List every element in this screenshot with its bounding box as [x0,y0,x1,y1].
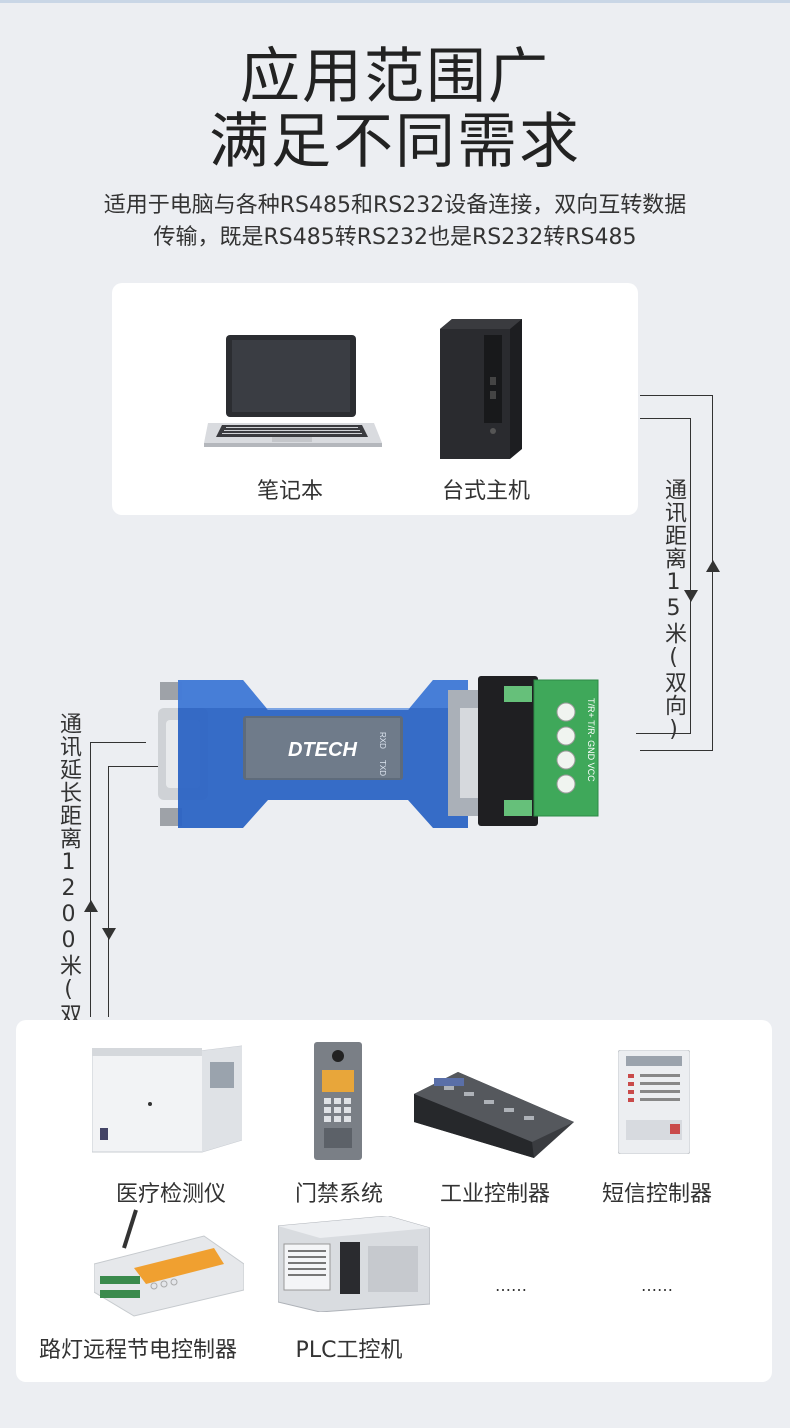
link-line-dev-inner [108,766,109,1017]
subtitle-line2: 传输，既是RS485转RS232也是RS232转RS485 [153,225,637,250]
device-label-streetlight: 路灯远程节电控制器 [38,1338,237,1363]
link-line-pc-right [712,395,713,750]
desktop-tower-icon [440,319,522,459]
link-line-pc-inner-bottom [636,733,691,734]
laptop-icon [204,335,382,447]
adapter-pin-txd: TXD [378,760,387,776]
link-line-pc-bottom [640,750,713,751]
computer-label-desktop: 台式主机 [441,479,530,504]
terminal-label: T/R+ T/R- GND VCC [586,698,596,782]
device-label-medical: 医疗检测仪 [115,1182,226,1207]
subtitle-line1: 适用于电脑与各种RS485和RS232设备连接，双向互转数据 [103,193,687,218]
top-accent-bar [0,0,790,3]
computer-label-laptop: 笔记本 [256,479,323,504]
link-line-pc-top [640,395,713,396]
arrow-down-icon [102,928,116,940]
device-label-sms: 短信控制器 [601,1182,712,1207]
page-title-line2: 满足不同需求 [209,107,581,177]
door-intercom-icon [314,1042,362,1160]
device-label-more-1: …… [495,1276,527,1295]
device-label-more-2: …… [641,1276,673,1295]
device-label-access: 门禁系统 [294,1182,383,1207]
industrial-controller-icon [414,1072,574,1158]
devices-card: 医疗检测仪 门禁系统 工业控制器 短信控制器 路灯远程节电控制器 PLC工控机 … [16,1020,772,1382]
device-label-industrial: 工业控制器 [439,1182,550,1207]
link-line-dev-outer-top [90,742,146,743]
arrow-down-icon [684,590,698,602]
computers-card: 笔记本 台式主机 [112,283,638,515]
link-line-pc-inner [690,418,691,733]
plc-rack-icon [278,1216,430,1312]
sms-controller-icon [618,1050,690,1154]
link-line-dev-inner-top [108,766,160,767]
adapter-pin-rxd: RXD [378,732,387,749]
device-label-plc: PLC工控机 [295,1338,403,1363]
medical-analyzer-icon [92,1045,242,1153]
streetlight-controller-icon [94,1209,244,1317]
link-line-dev-outer [90,742,91,1017]
arrow-up-icon [84,900,98,912]
link-line-pc-inner-top [640,418,690,419]
rs485-rs232-adapter-image: DTECH RXD TXD T/R+ T/R- GND VCC [158,676,599,828]
page-title-line1: 应用范围广 [240,42,550,112]
arrow-up-icon [706,560,720,572]
adapter-brand: DTECH [288,739,357,761]
pc-distance-label: 通讯距离15米(双向) [661,478,686,743]
device-distance-label: 通讯延长距离1200米(双向) [56,712,81,1075]
